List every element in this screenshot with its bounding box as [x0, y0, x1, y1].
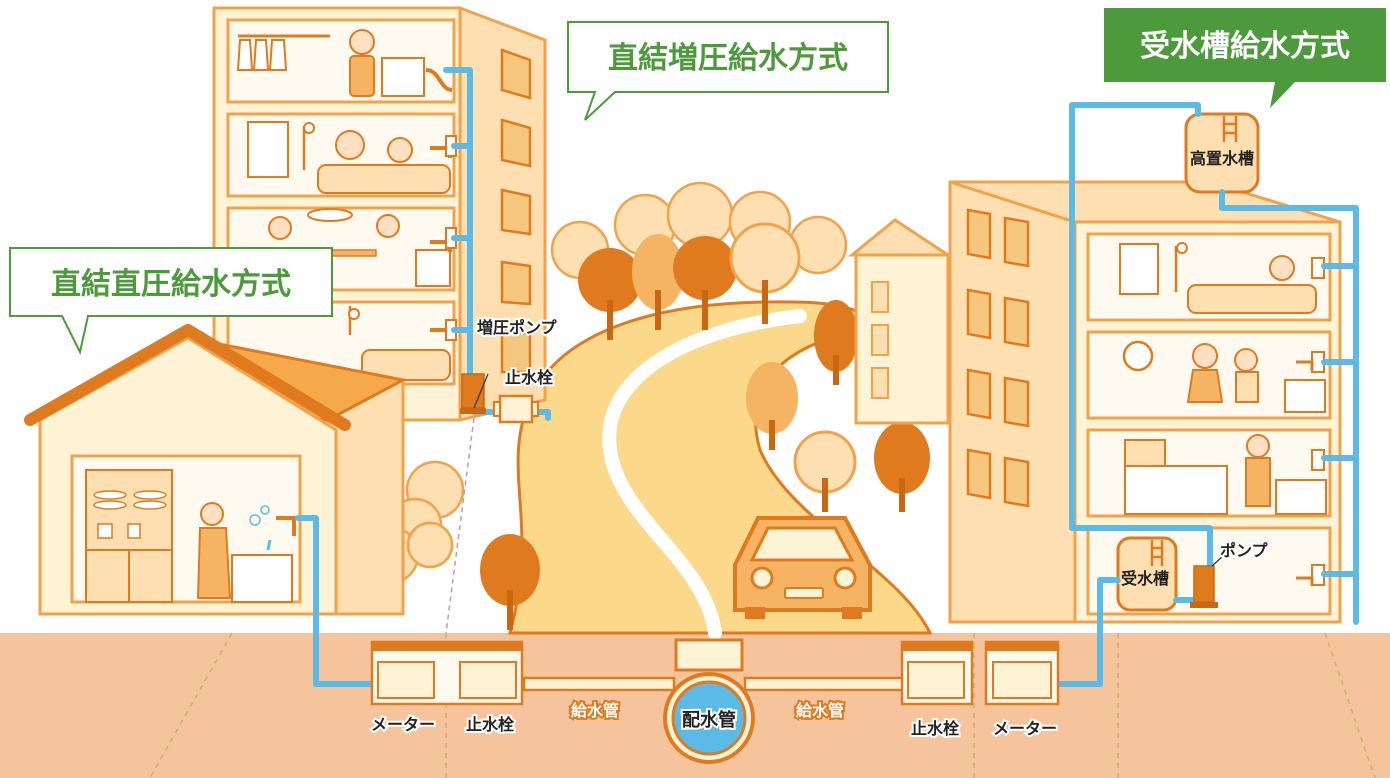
callout-direct-pressure-text: 直結直圧給水方式 — [51, 267, 291, 302]
callout-direct-boost-text: 直結増圧給水方式 — [608, 41, 848, 76]
meter-box-right — [900, 640, 1060, 706]
underground-supply-pipe — [522, 676, 907, 692]
pump-right — [1190, 547, 1233, 608]
label-distribution-pipe: 配水管 — [682, 709, 736, 731]
callout-tank-text: 受水槽給水方式 — [1140, 29, 1350, 64]
tree — [632, 234, 684, 330]
label-meter-left: メーター — [371, 715, 435, 734]
tree — [814, 300, 858, 385]
label-stop-valve-right: 止水栓 — [911, 719, 960, 738]
label-supply-pipe-right: 給水管 — [796, 701, 844, 720]
distribution-pipe-manhole — [663, 638, 755, 764]
tree — [673, 236, 737, 330]
mid-building — [847, 218, 953, 425]
tree — [480, 534, 540, 630]
road-center-line — [602, 309, 807, 640]
label-stop-valve-top: 止水栓 — [505, 368, 554, 387]
tree — [578, 248, 642, 340]
boost-pump — [460, 373, 489, 414]
small-house — [24, 324, 408, 616]
car — [733, 516, 872, 619]
label-pump: ポンプ — [1220, 541, 1269, 560]
label-meter-right: メーター — [993, 719, 1057, 738]
tree — [746, 362, 798, 450]
label-boost-pump: 増圧ポンプ — [477, 318, 558, 337]
tree — [729, 222, 801, 324]
label-elevated-tank: 高置水槽 — [1190, 149, 1254, 168]
callout-direct-pressure: 直結直圧給水方式 — [9, 247, 333, 355]
tree — [874, 422, 930, 512]
stop-valve-top — [493, 394, 539, 424]
meter-box-left — [370, 640, 524, 706]
label-supply-pipe-left: 給水管 — [571, 701, 619, 720]
callout-tank: 受水槽給水方式 — [1104, 8, 1386, 108]
tree — [793, 430, 857, 512]
elevated-water-tank — [1184, 112, 1260, 194]
label-receiving-tank: 受水槽 — [1121, 569, 1169, 588]
receiving-water-tank — [1116, 536, 1178, 612]
label-stop-valve-left: 止水栓 — [466, 715, 515, 734]
callout-direct-boost: 直結増圧給水方式 — [567, 21, 889, 121]
dashed-connectors — [445, 417, 475, 634]
